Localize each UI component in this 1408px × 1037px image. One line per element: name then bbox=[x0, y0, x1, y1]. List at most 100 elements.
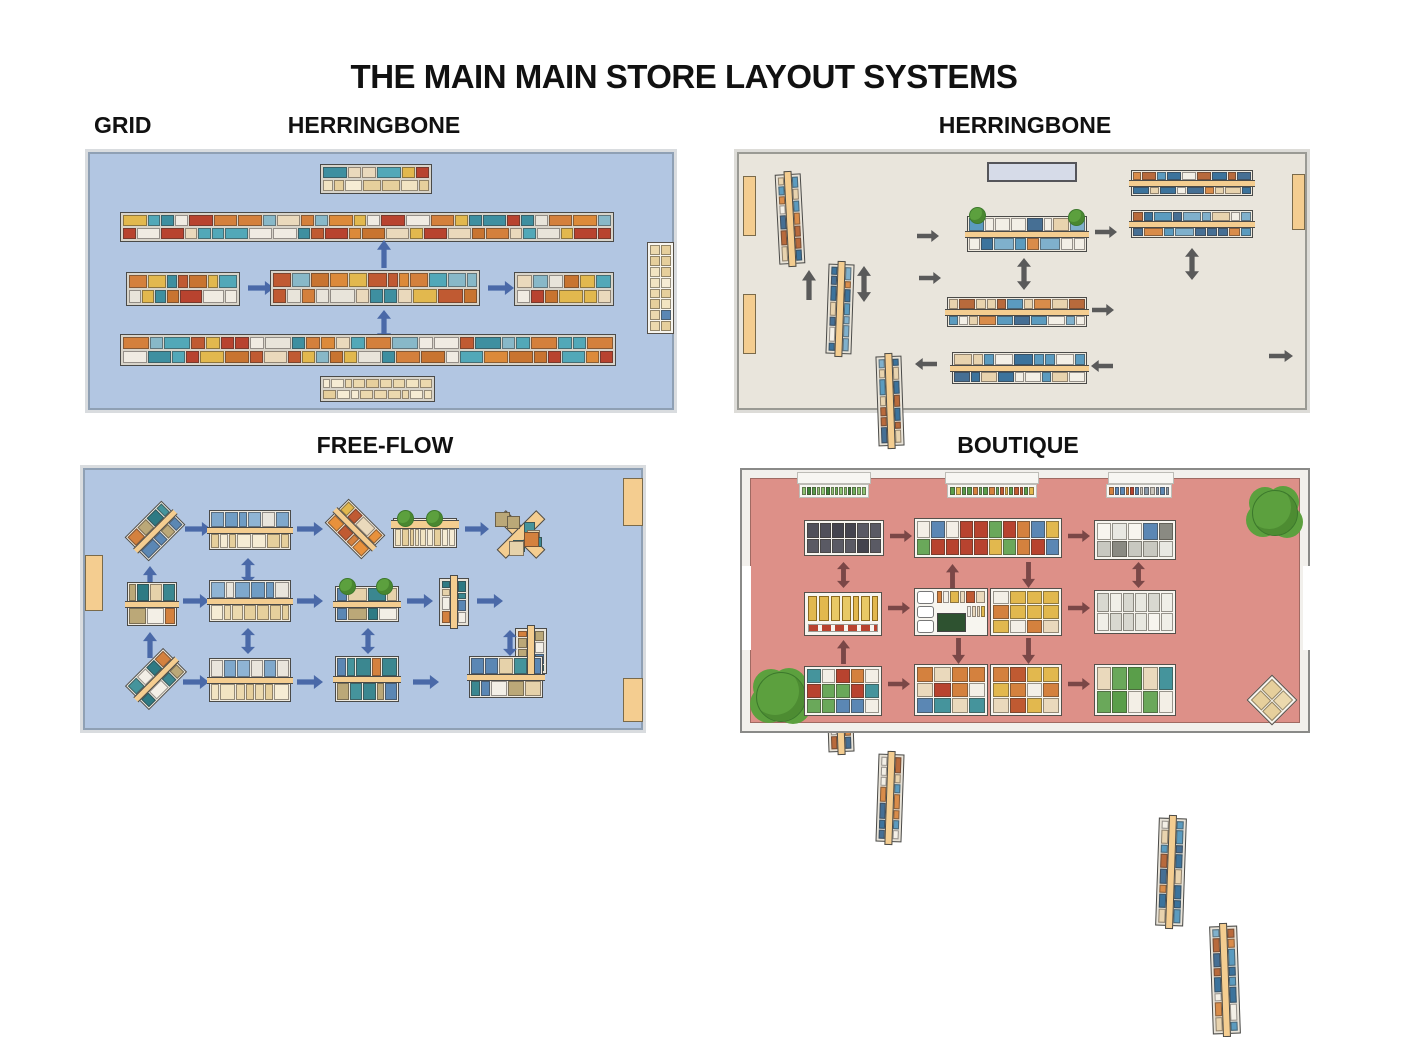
shelf-item bbox=[560, 228, 574, 239]
display-item bbox=[865, 684, 879, 698]
arrow-up-icon bbox=[143, 566, 157, 592]
display-item bbox=[819, 523, 831, 538]
shelf-item bbox=[1051, 299, 1068, 309]
shelf-item bbox=[321, 337, 335, 349]
shelf-item bbox=[508, 680, 524, 696]
shelf-item bbox=[598, 215, 611, 226]
shelf-item bbox=[598, 228, 611, 239]
shelf-item bbox=[853, 596, 859, 621]
shelf-item bbox=[468, 215, 482, 226]
shelf-item bbox=[962, 487, 966, 495]
display-item bbox=[857, 523, 869, 538]
display-item bbox=[1148, 593, 1161, 612]
display-shelf bbox=[1129, 210, 1255, 238]
display-item bbox=[836, 684, 850, 698]
display-item bbox=[917, 698, 934, 713]
shelf-item bbox=[433, 337, 460, 349]
shelf-item bbox=[1052, 371, 1068, 382]
shelf-item bbox=[250, 660, 263, 677]
shelf-item bbox=[288, 351, 302, 363]
display-item bbox=[1097, 540, 1112, 557]
shelf-item bbox=[1197, 172, 1212, 180]
shelf-item bbox=[1177, 186, 1187, 194]
shelf-item bbox=[147, 607, 165, 624]
deli-counter bbox=[914, 588, 988, 636]
shelf-item bbox=[239, 512, 247, 527]
shelf-item bbox=[950, 487, 956, 495]
shelf-item bbox=[428, 273, 447, 287]
shelf-item bbox=[249, 351, 263, 363]
shelf-item bbox=[178, 275, 188, 288]
display-item bbox=[1158, 690, 1173, 713]
display-item bbox=[993, 605, 1009, 619]
shelf-item bbox=[894, 407, 901, 421]
arrow-right-icon bbox=[1068, 530, 1090, 542]
shelf-item bbox=[211, 512, 225, 527]
produce-bin bbox=[937, 613, 966, 632]
shelf-item bbox=[892, 820, 900, 830]
shelf-item bbox=[211, 660, 224, 677]
shelf-item bbox=[972, 487, 978, 495]
shelf-item bbox=[211, 533, 219, 548]
shelf-item bbox=[405, 215, 430, 226]
shelf-item bbox=[1114, 487, 1120, 495]
shelf-item bbox=[263, 660, 276, 677]
shelf-item bbox=[442, 589, 450, 597]
display-item bbox=[650, 255, 660, 266]
shelf-item bbox=[213, 215, 238, 226]
display-item bbox=[993, 667, 1009, 682]
shelf-item bbox=[447, 273, 466, 287]
shelf-item bbox=[329, 351, 343, 363]
shelf-item bbox=[1157, 172, 1166, 180]
shelf-item bbox=[202, 290, 225, 303]
display-item bbox=[951, 698, 968, 713]
display-table-with-plants bbox=[391, 510, 459, 548]
display-whitegoods bbox=[1094, 590, 1176, 634]
shelf-item bbox=[1006, 299, 1024, 309]
vertical-display bbox=[439, 575, 469, 629]
shelf-item bbox=[1015, 237, 1027, 250]
shelf-item bbox=[441, 529, 448, 546]
wall-niche bbox=[945, 472, 1039, 484]
shelf-item bbox=[794, 237, 802, 249]
shelf-item bbox=[894, 421, 901, 430]
display-item bbox=[934, 698, 951, 713]
display-item bbox=[934, 682, 951, 698]
display-item bbox=[968, 698, 985, 713]
arrow-right-icon bbox=[477, 594, 503, 608]
shelf-item bbox=[264, 337, 291, 349]
herringbone-layout-floorplan bbox=[737, 152, 1307, 1037]
display-item bbox=[1009, 667, 1026, 682]
shelf-item bbox=[802, 487, 806, 495]
shelf-item bbox=[959, 299, 976, 309]
shelf-item bbox=[167, 290, 180, 303]
shelf-item bbox=[250, 582, 265, 598]
shelf-item bbox=[386, 228, 410, 239]
shelf-item bbox=[1024, 487, 1028, 495]
arrow-right-icon bbox=[185, 522, 211, 536]
shelf-item bbox=[792, 188, 800, 201]
display-item bbox=[650, 288, 660, 299]
shelf-item bbox=[419, 529, 426, 546]
shelf-item bbox=[301, 289, 315, 303]
shelf-item bbox=[265, 582, 274, 598]
shelf-item bbox=[1014, 354, 1033, 365]
shelf-item bbox=[1214, 186, 1224, 194]
shelf-item bbox=[235, 582, 250, 598]
shelf-item bbox=[445, 351, 459, 363]
shelf-item bbox=[392, 337, 418, 349]
shelf-item bbox=[994, 218, 1011, 231]
shelf-item bbox=[442, 610, 450, 623]
shelf-item bbox=[365, 337, 392, 349]
display-item bbox=[1112, 540, 1127, 557]
arrow-updown-icon bbox=[361, 628, 375, 654]
shelf-item bbox=[981, 606, 985, 617]
shelf-item bbox=[357, 351, 382, 363]
shelf-unit bbox=[320, 164, 432, 194]
shelf-item bbox=[129, 584, 136, 601]
shelf-item bbox=[598, 290, 611, 303]
shelf-item bbox=[1155, 487, 1159, 495]
shelf-item bbox=[1109, 487, 1114, 495]
display-grid bbox=[990, 664, 1062, 716]
shelf-item bbox=[472, 228, 485, 239]
